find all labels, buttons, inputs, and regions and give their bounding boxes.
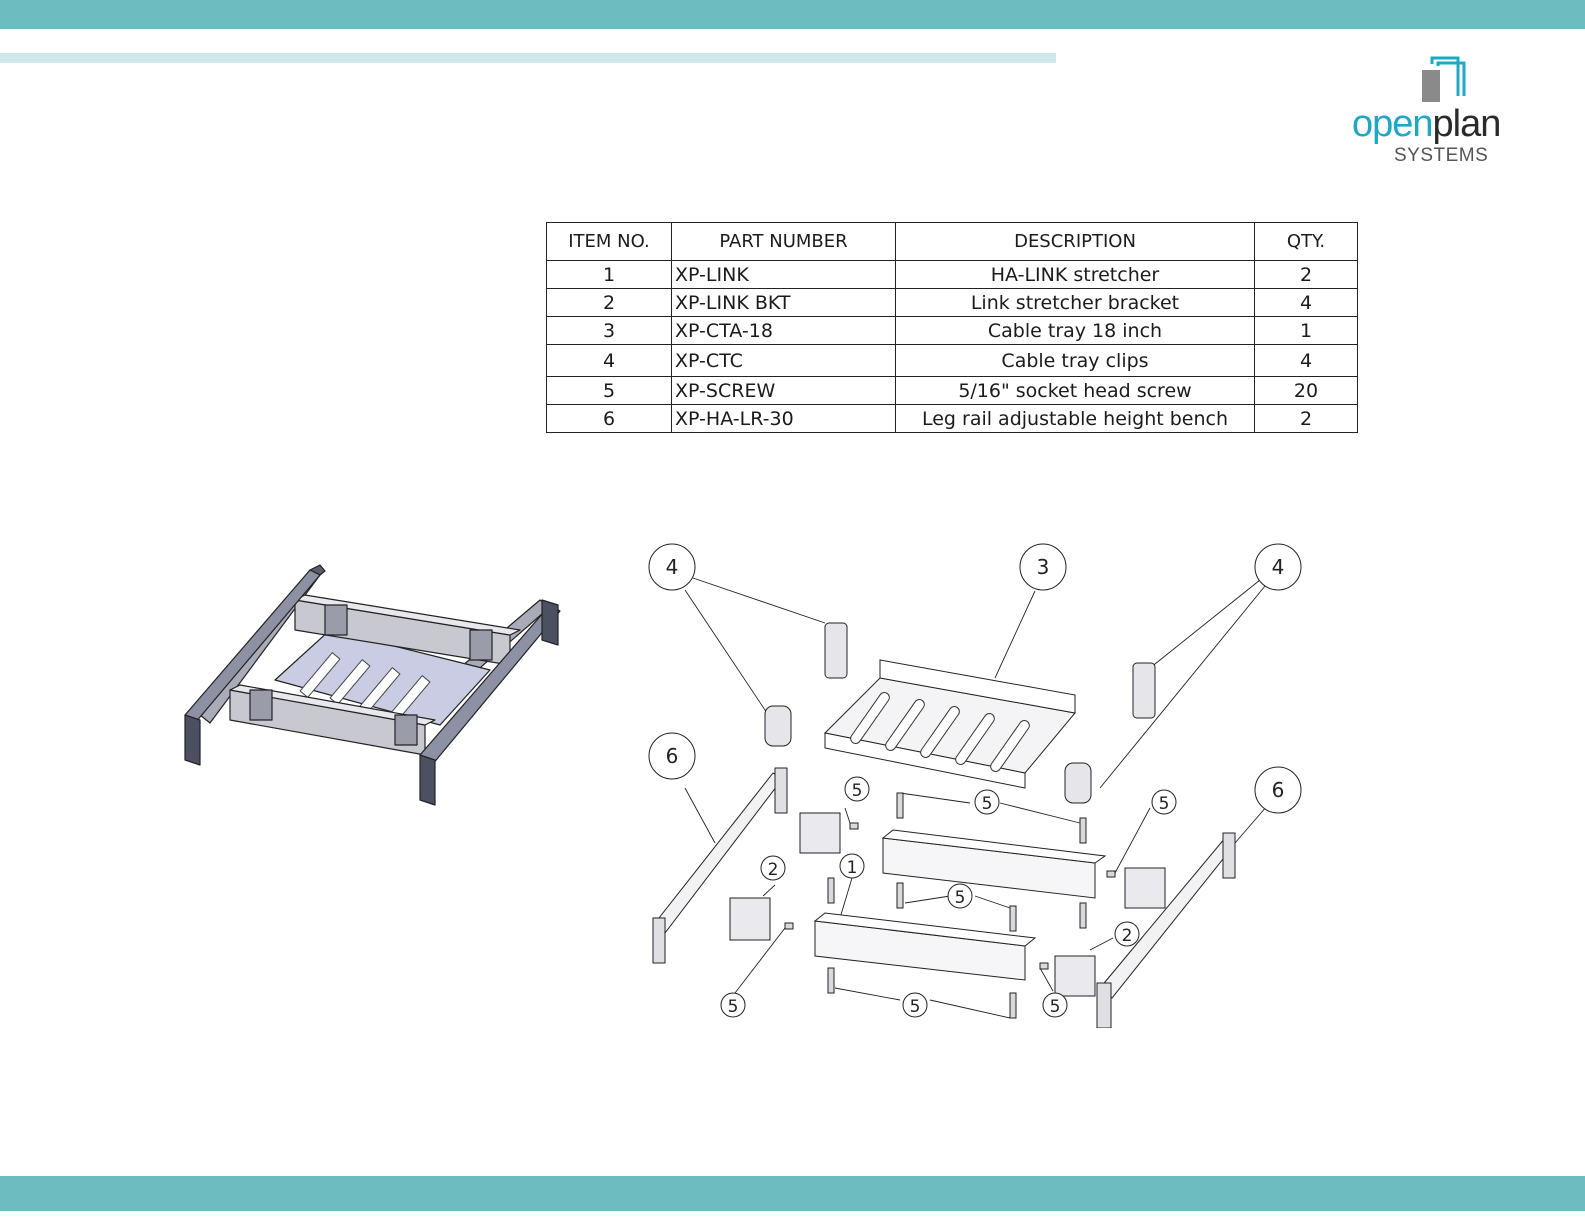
cell-part: XP-CTC (671, 344, 896, 377)
header-stripe (0, 53, 1056, 63)
header-part-number: PART NUMBER (671, 222, 896, 261)
bill-of-materials-table: ITEM NO. PART NUMBER DESCRIPTION QTY. 1 … (546, 222, 1358, 433)
cell-qty: 4 (1254, 288, 1358, 317)
balloon-4a-label: 4 (666, 555, 679, 579)
cell-item: 1 (546, 260, 672, 289)
footer-band (0, 1176, 1585, 1211)
cell-qty: 4 (1254, 344, 1358, 377)
cell-qty: 1 (1254, 316, 1358, 345)
cell-description: Cable tray clips (895, 344, 1255, 377)
cell-item: 6 (546, 404, 672, 433)
cell-item: 5 (546, 376, 672, 405)
cable-tray-part (823, 659, 1076, 789)
balloon-6b-label: 6 (1272, 778, 1285, 802)
socket-head-screws (784, 792, 1116, 1019)
cable-tray-clips (764, 622, 1156, 804)
table-row: 2 XP-LINK BKT Link stretcher bracket 4 (546, 288, 1358, 317)
exploded-view-illustration: 4 3 4 6 6 5 5 5 5 5 5 5 2 2 1 (648, 543, 1302, 1028)
cell-part: XP-CTA-18 (671, 316, 896, 345)
cell-qty: 20 (1254, 376, 1358, 405)
balloon-5f-label: 5 (910, 997, 921, 1017)
table-row: 6 XP-HA-LR-30 Leg rail adjustable height… (546, 404, 1358, 433)
balloon-5a-label: 5 (852, 781, 863, 801)
balloon-5c-label: 5 (1159, 794, 1170, 814)
balloon-1-label: 1 (847, 858, 858, 878)
cell-part: XP-LINK BKT (671, 288, 896, 317)
cell-item: 4 (546, 344, 672, 377)
item-balloons (648, 543, 1302, 1018)
balloon-3-label: 3 (1037, 555, 1050, 579)
cell-description: Leg rail adjustable height bench (895, 404, 1255, 433)
assembled-view-illustration (184, 564, 561, 806)
cell-description: 5/16" socket head screw (895, 376, 1255, 405)
balloon-2a-label: 2 (768, 860, 779, 880)
table-row: 1 XP-LINK HA-LINK stretcher 2 (546, 260, 1358, 289)
link-brackets (729, 812, 1166, 997)
header-band (0, 0, 1585, 29)
logo-mark-icon (1422, 56, 1466, 102)
cell-part: XP-HA-LR-30 (671, 404, 896, 433)
link-stretchers (813, 829, 1107, 981)
openplan-logo: openplan SYSTEMS (1352, 54, 1532, 174)
table-header-row: ITEM NO. PART NUMBER DESCRIPTION QTY. (546, 222, 1358, 261)
cell-item: 3 (546, 316, 672, 345)
balloon-2b-label: 2 (1122, 926, 1133, 946)
table-row: 5 XP-SCREW 5/16" socket head screw 20 (546, 376, 1358, 405)
header-description: DESCRIPTION (895, 222, 1255, 261)
header-qty: QTY. (1254, 222, 1358, 261)
table-row: 3 XP-CTA-18 Cable tray 18 inch 1 (546, 316, 1358, 345)
cell-part: XP-LINK (671, 260, 896, 289)
cell-qty: 2 (1254, 260, 1358, 289)
balloon-5g-label: 5 (1050, 997, 1061, 1017)
logo-word-plan: plan (1432, 103, 1502, 145)
cell-description: Cable tray 18 inch (895, 316, 1255, 345)
balloon-6a-label: 6 (666, 744, 679, 768)
logo-wordmark: openplan (1352, 103, 1502, 145)
logo-word-open: open (1352, 103, 1434, 145)
leader-lines (684, 577, 1268, 1019)
balloon-5e-label: 5 (728, 997, 739, 1017)
cell-item: 2 (546, 288, 672, 317)
balloon-5d-label: 5 (955, 888, 966, 908)
table-row: 4 XP-CTC Cable tray clips 4 (546, 344, 1358, 377)
cell-part: XP-SCREW (671, 376, 896, 405)
cell-description: Link stretcher bracket (895, 288, 1255, 317)
leg-rails (652, 767, 1236, 1028)
header-item-no: ITEM NO. (546, 222, 672, 261)
cell-description: HA-LINK stretcher (895, 260, 1255, 289)
balloon-5b-label: 5 (982, 794, 993, 814)
cell-qty: 2 (1254, 404, 1358, 433)
balloon-4b-label: 4 (1272, 555, 1285, 579)
logo-subtitle: SYSTEMS (1394, 145, 1489, 166)
